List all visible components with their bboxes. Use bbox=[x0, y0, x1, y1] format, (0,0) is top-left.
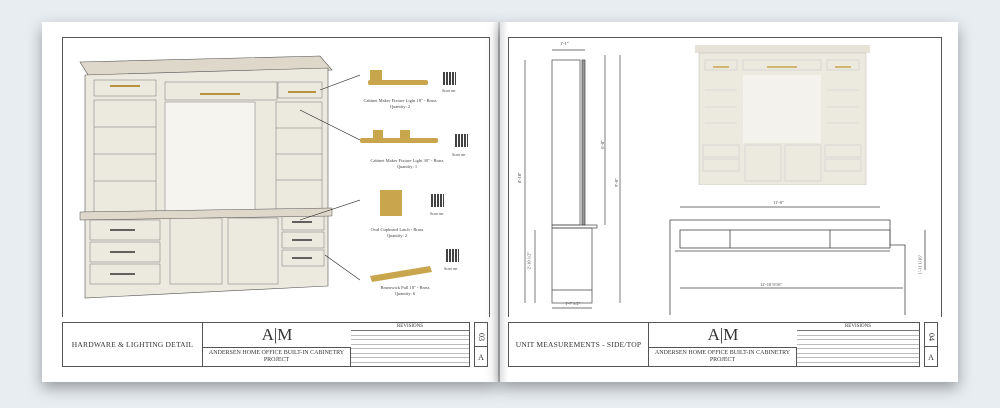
qr-code[interactable] bbox=[446, 249, 459, 262]
dim-upper-height: 6'-0" bbox=[599, 140, 605, 149]
hardware-qty: Quantity: 6 bbox=[394, 290, 416, 296]
sheet-number: 04 bbox=[925, 323, 937, 347]
cabinet-photo bbox=[695, 45, 870, 185]
dim-depth-top: 1'-1" bbox=[560, 41, 569, 46]
revisions-label: REVISIONS bbox=[797, 323, 919, 331]
top-plan-drawing bbox=[669, 206, 926, 315]
dim-base-depth: 1'-7 1/2" bbox=[565, 301, 581, 306]
dim-overall-height: 8'-10" bbox=[516, 172, 522, 183]
revisions-table: REVISIONS bbox=[351, 323, 469, 366]
hardware-qty: Quantity: 2 bbox=[389, 103, 411, 109]
sheet-number: 03 bbox=[475, 323, 487, 347]
revision-letter: A bbox=[928, 353, 934, 362]
scan-label: Scan me bbox=[452, 152, 466, 157]
qr-code[interactable] bbox=[455, 134, 468, 147]
drawing-frame-right bbox=[508, 37, 942, 317]
dim-width-top: 11'-8" bbox=[773, 200, 784, 205]
qr-code[interactable] bbox=[431, 194, 444, 207]
hardware-qty: Quantity: 2 bbox=[386, 232, 408, 238]
hardware-qty: Quantity: 1 bbox=[396, 163, 418, 169]
cabinet-3d-render bbox=[79, 55, 360, 299]
title-block-right: UNIT MEASUREMENTS - SIDE/TOP A|M ANDERSE… bbox=[508, 322, 920, 367]
scan-label: Scan me bbox=[430, 211, 444, 216]
sheet-title: UNIT MEASUREMENTS - SIDE/TOP bbox=[509, 323, 649, 366]
revisions-label: REVISIONS bbox=[351, 323, 469, 331]
dim-return: 1'-11 1/16" bbox=[917, 254, 923, 275]
hardware-name: Cabinet Maker Fixture Light 30" - Brass bbox=[370, 158, 444, 163]
hardware-name: Cabinet Maker Fixture Light 18" - Brass bbox=[363, 98, 437, 103]
hardware-images bbox=[360, 70, 438, 282]
dim-base-height: 2'-10 1/2" bbox=[526, 251, 532, 270]
logo: A|M bbox=[707, 325, 739, 344]
project-name: ANDERSEN HOME OFFICE BUILT-IN CABINETRY … bbox=[649, 347, 797, 366]
dim-width-room: 12'-10 9/16" bbox=[760, 282, 783, 287]
qr-code[interactable] bbox=[443, 72, 456, 85]
dim-upper-total: 9'-0" bbox=[613, 178, 619, 187]
drawing-frame-left bbox=[62, 37, 490, 317]
logo: A|M bbox=[261, 325, 293, 344]
scan-label: Scan me bbox=[442, 88, 456, 93]
revisions-table: REVISIONS bbox=[797, 323, 919, 366]
hardware-name: Brunswick Pull 10" - Brass bbox=[380, 285, 430, 290]
title-block-left: HARDWARE & LIGHTING DETAIL A|M ANDERSEN … bbox=[62, 322, 470, 367]
side-elevation-drawing bbox=[524, 49, 621, 309]
sheet-title: HARDWARE & LIGHTING DETAIL bbox=[63, 323, 203, 366]
revision-letter: A bbox=[478, 353, 484, 362]
hardware-name: Oval Cupboard Latch - Brass bbox=[370, 227, 424, 232]
scan-label: Scan me bbox=[444, 266, 458, 271]
project-name: ANDERSEN HOME OFFICE BUILT-IN CABINETRY … bbox=[203, 347, 351, 366]
book-spine bbox=[492, 22, 508, 382]
